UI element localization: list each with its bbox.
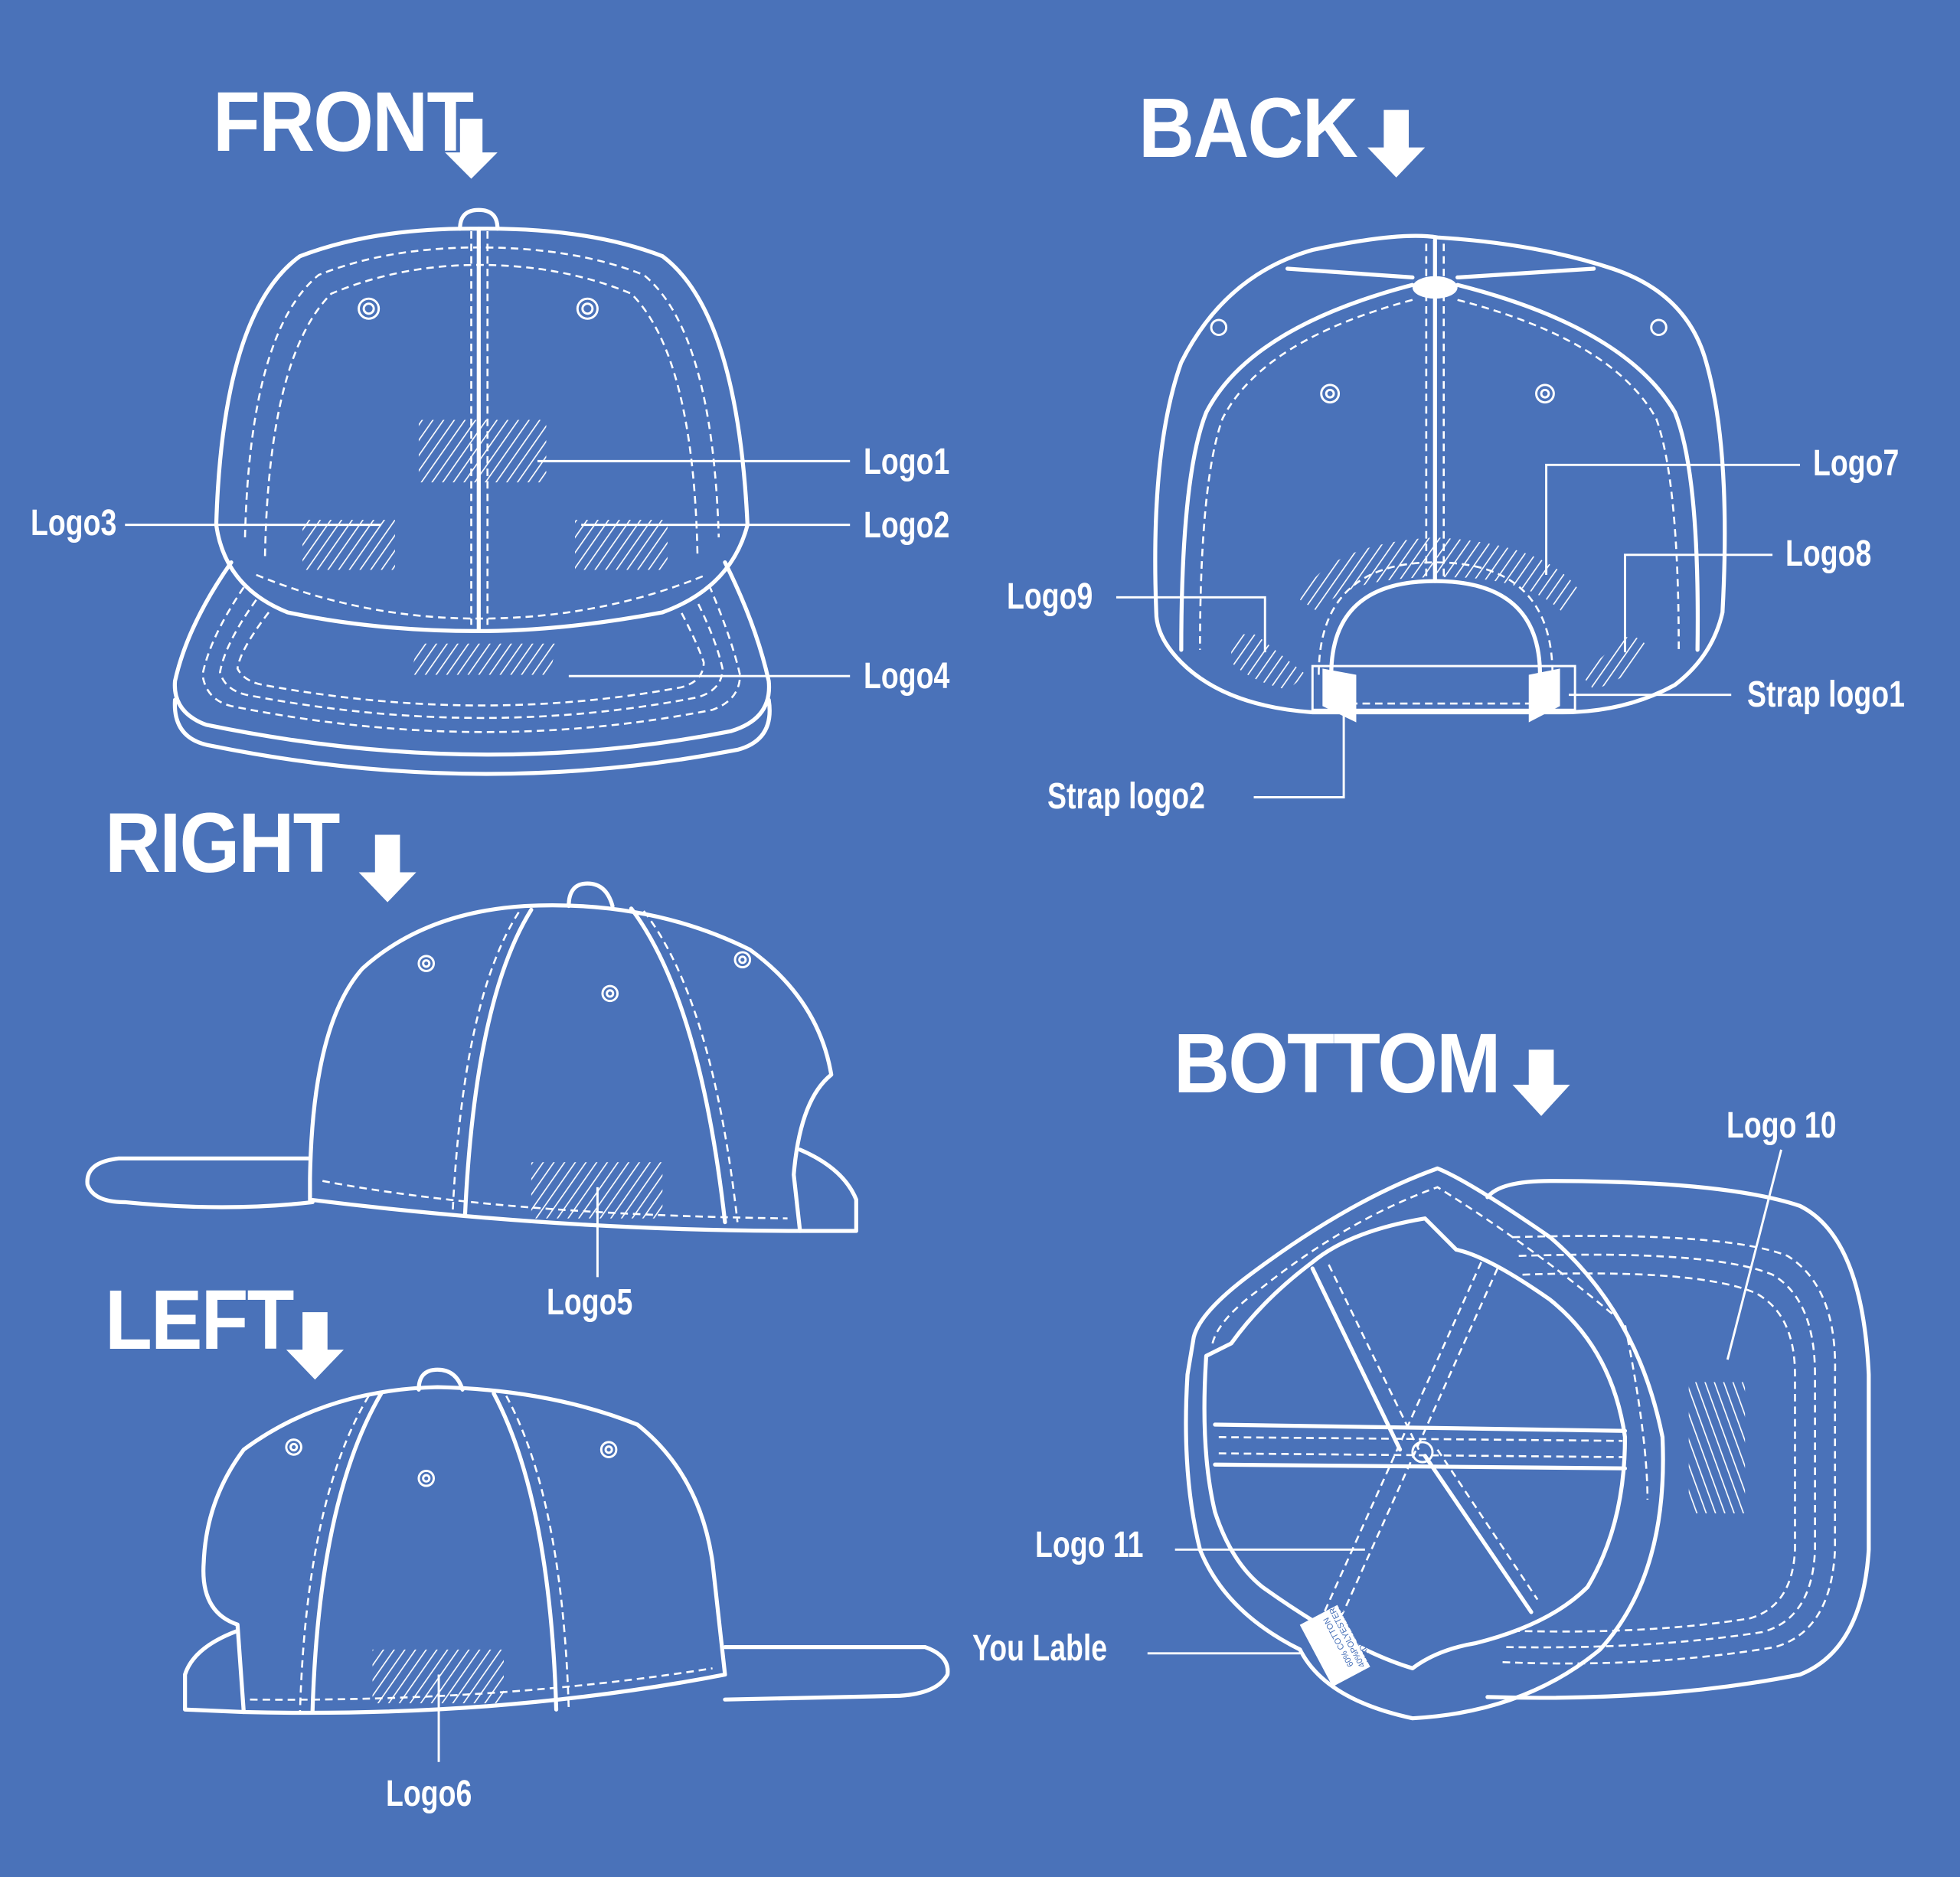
label-logo11: Logo 11 <box>1035 1525 1144 1565</box>
label-logo4: Logo4 <box>864 656 950 697</box>
label-strap-logo2: Strap logo2 <box>1047 776 1205 817</box>
right-down-arrow-icon <box>358 834 416 903</box>
back-down-arrow-icon <box>1367 109 1426 178</box>
left-down-arrow-icon <box>286 1312 344 1380</box>
right-view <box>85 834 858 1278</box>
back-title: BACK <box>1138 81 1358 175</box>
bottom-down-arrow-icon <box>1512 1049 1570 1116</box>
label-logo8: Logo8 <box>1785 534 1872 574</box>
front-down-arrow-icon <box>445 119 498 179</box>
left-title: LEFT <box>105 1273 294 1367</box>
label-logo2: Logo2 <box>864 505 950 546</box>
label-strap-logo1: Strap logo1 <box>1747 674 1905 715</box>
label-logo3: Logo3 <box>31 503 117 544</box>
label-logo5: Logo5 <box>547 1282 633 1323</box>
front-title: FRONT <box>213 75 474 169</box>
back-view <box>1116 109 1801 798</box>
label-logo6: Logo6 <box>386 1774 472 1814</box>
left-view <box>183 1312 950 1762</box>
label-logo10: Logo 10 <box>1726 1105 1837 1146</box>
label-logo9: Logo9 <box>1007 576 1093 617</box>
label-logo1: Logo1 <box>864 442 950 482</box>
front-view <box>125 119 851 776</box>
bottom-view <box>1147 1049 1871 1721</box>
care-label <box>1299 1604 1370 1687</box>
label-you-lable: You Lable <box>972 1628 1108 1669</box>
label-logo7: Logo7 <box>1813 443 1900 484</box>
bottom-title: BOTTOM <box>1174 1017 1501 1111</box>
right-title: RIGHT <box>105 796 340 890</box>
